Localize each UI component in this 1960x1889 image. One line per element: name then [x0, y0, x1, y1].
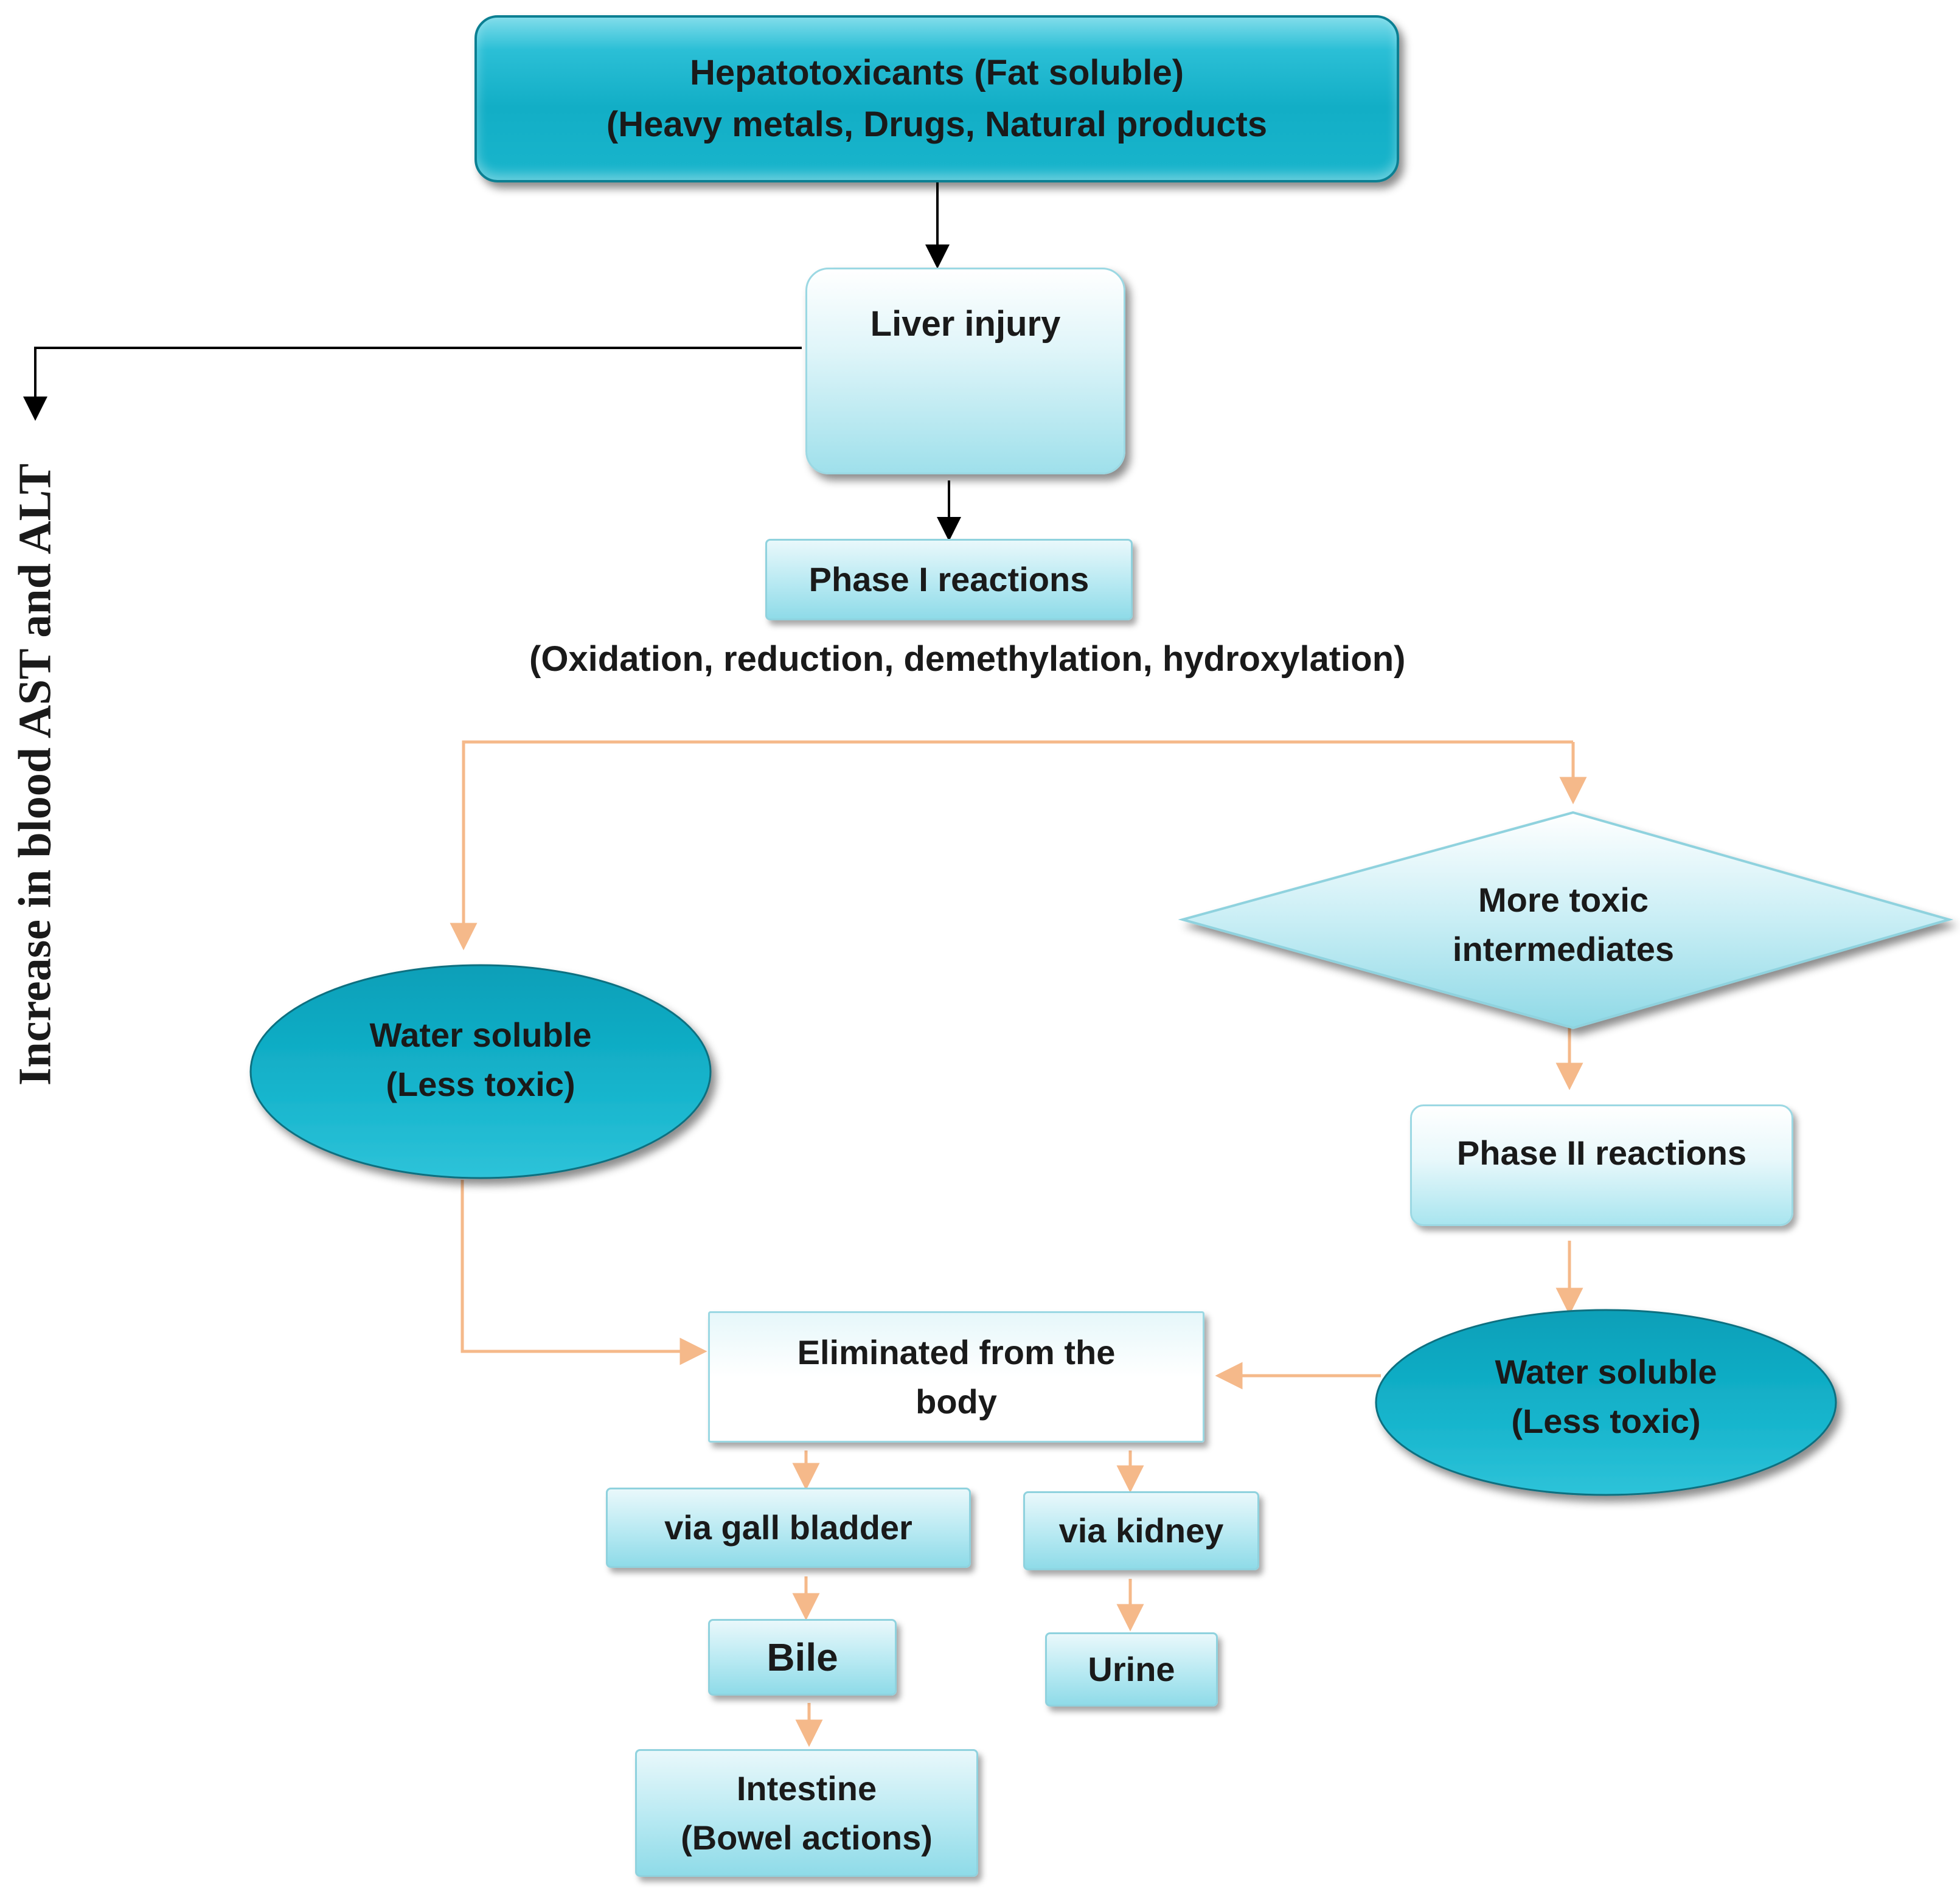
hepatotoxicants-title: Hepatotoxicants (Fat soluble)	[689, 53, 1184, 93]
water-soluble-left-text: Water soluble (Less toxic)	[298, 999, 663, 1120]
phase1-detail: (Oxidation, reduction, demethylation, hy…	[529, 639, 1406, 679]
water-soluble-right-ellipse	[1375, 1309, 1837, 1496]
via-gall-bladder-box: via gall bladder	[606, 1488, 971, 1568]
liver-injury-label: Liver injury	[870, 304, 1061, 344]
water-soluble-left-line2: (Less toxic)	[386, 1065, 575, 1103]
more-toxic-line2: intermediates	[1452, 930, 1675, 968]
eliminated-line2: body	[916, 1382, 997, 1421]
arrow-liver-to-side-label	[23, 347, 802, 421]
hepatotoxicants-box: Hepatotoxicants (Fat soluble) (Heavy met…	[474, 15, 1399, 182]
intestine-line1: Intestine	[736, 1769, 877, 1808]
water-soluble-left-ellipse	[249, 964, 712, 1179]
more-toxic-line1: More toxic	[1478, 880, 1649, 919]
arrow-left-soluble-to-eliminated	[460, 1180, 707, 1365]
eliminated-line1: Eliminated from the	[797, 1333, 1116, 1371]
arrow-split-left	[450, 740, 1573, 951]
intestine-line2: (Bowel actions)	[681, 1818, 933, 1857]
more-toxic-diamond	[1178, 811, 1954, 1030]
phase2-box: Phase II reactions	[1410, 1104, 1793, 1226]
intestine-box: Intestine (Bowel actions)	[635, 1749, 978, 1877]
via-kidney-label: via kidney	[1058, 1511, 1224, 1550]
phase1-box: Phase I reactions	[765, 539, 1133, 620]
phase1-label: Phase I reactions	[808, 560, 1089, 599]
water-soluble-right-line2: (Less toxic)	[1511, 1402, 1701, 1440]
more-toxic-text: More toxic intermediates	[1363, 864, 1764, 985]
water-soluble-right-line1: Water soluble	[1495, 1352, 1717, 1391]
urine-label: Urine	[1088, 1650, 1175, 1689]
bile-box: Bile	[708, 1619, 897, 1696]
phase2-label: Phase II reactions	[1456, 1134, 1747, 1172]
hepatotoxicants-examples: (Heavy metals, Drugs, Natural products	[606, 104, 1268, 144]
via-gall-bladder-label: via gall bladder	[664, 1508, 912, 1547]
water-soluble-left-line1: Water soluble	[369, 1015, 592, 1054]
water-soluble-right-text: Water soluble (Less toxic)	[1423, 1336, 1788, 1457]
urine-box: Urine	[1045, 1632, 1218, 1707]
liver-injury-box: Liver injury	[805, 268, 1125, 474]
via-kidney-box: via kidney	[1023, 1491, 1259, 1570]
bile-label: Bile	[766, 1635, 838, 1679]
eliminated-box: Eliminated from the body	[708, 1311, 1204, 1443]
side-label: Increase in blood AST and ALT	[9, 463, 61, 1086]
